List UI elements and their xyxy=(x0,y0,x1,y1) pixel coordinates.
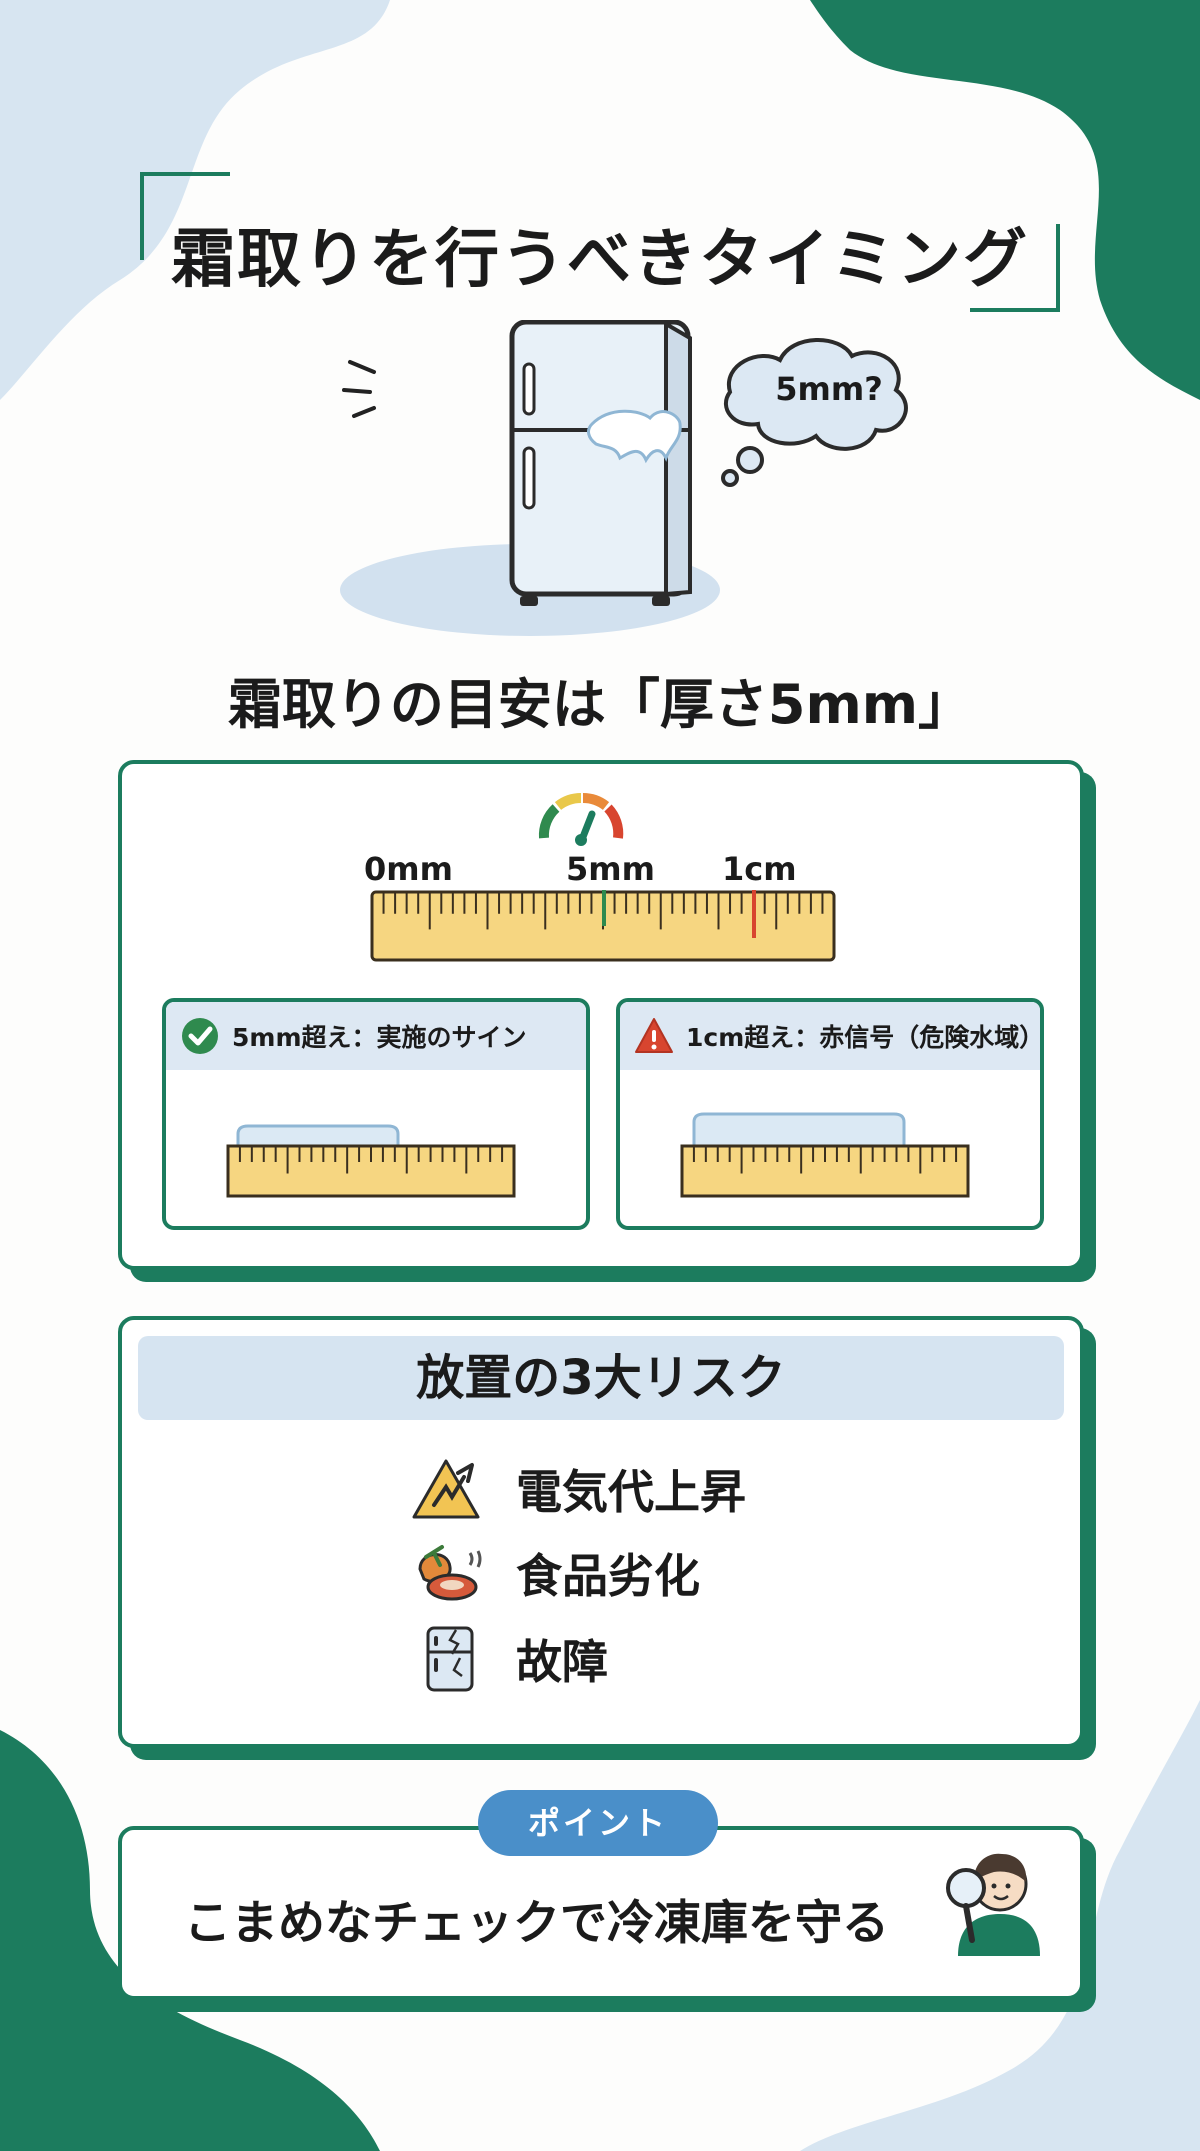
frost-layer xyxy=(236,1124,400,1148)
corner-blob-bottom-right xyxy=(800,1700,1200,2151)
broken-fridge-icon xyxy=(426,1626,474,1692)
hero-illustration: 5mm? xyxy=(330,319,930,640)
risk-item: 電気代上昇 xyxy=(412,1456,746,1522)
ruler xyxy=(370,890,836,962)
thickness-panel: 0mm 5mm 1cm 5mm超え：実施のサイン 1cm超え：赤信号（危険水域） xyxy=(118,760,1084,1270)
fridge-icon xyxy=(340,319,908,636)
page-title: 霜取りを行うべきタイミング xyxy=(171,223,1029,297)
subheading: 霜取りの目安は「厚さ5mm」 xyxy=(227,673,973,736)
risk-panel: 放置の3大リスク 電気代上昇 食品劣化 故障 xyxy=(118,1316,1084,1748)
corner-blob-bottom-left xyxy=(0,1730,380,2151)
warning-icon xyxy=(635,1018,673,1053)
point-text: こまめなチェックで冷凍庫を守る xyxy=(184,1896,889,1951)
thought-bubble-text: 5mm? xyxy=(775,370,883,408)
ruler-with-thick-frost xyxy=(680,1112,970,1198)
check-icon xyxy=(182,1018,218,1054)
corner-blob-top-right xyxy=(810,0,1200,400)
risk-heading: 放置の3大リスク xyxy=(138,1336,1064,1420)
corner-blob-top-left xyxy=(0,0,390,400)
food-icon xyxy=(418,1545,482,1601)
bracket-top-left xyxy=(140,172,230,260)
card-5mm-label: 5mm超え：実施のサイン xyxy=(232,1023,527,1052)
warning-arrow-icon xyxy=(412,1459,480,1519)
ruler-with-thin-frost xyxy=(226,1124,516,1198)
bracket-bottom-right xyxy=(970,224,1060,312)
scale-label-1cm: 1cm xyxy=(722,850,797,888)
risk-item: 食品劣化 xyxy=(412,1540,700,1606)
gauge-icon xyxy=(538,792,624,846)
frost-layer xyxy=(692,1112,906,1148)
card-5mm: 5mm超え：実施のサイン xyxy=(162,998,590,1230)
title-frame: 霜取りを行うべきタイミング xyxy=(140,172,1060,312)
point-badge: ポイント xyxy=(478,1790,718,1856)
person-magnifier-icon xyxy=(946,1853,1040,1956)
card-1cm: 1cm超え：赤信号（危険水域） xyxy=(616,998,1044,1230)
risk-label-electricity: 電気代上昇 xyxy=(516,1465,746,1519)
scale-label-5mm: 5mm xyxy=(566,850,655,888)
card-1cm-label: 1cm超え：赤信号（危険水域） xyxy=(686,1023,1044,1052)
risk-item: 故障 xyxy=(412,1624,608,1694)
risk-label-food: 食品劣化 xyxy=(516,1549,700,1603)
risk-label-breakdown: 故障 xyxy=(516,1635,608,1689)
scale-label-0mm: 0mm xyxy=(364,850,453,888)
